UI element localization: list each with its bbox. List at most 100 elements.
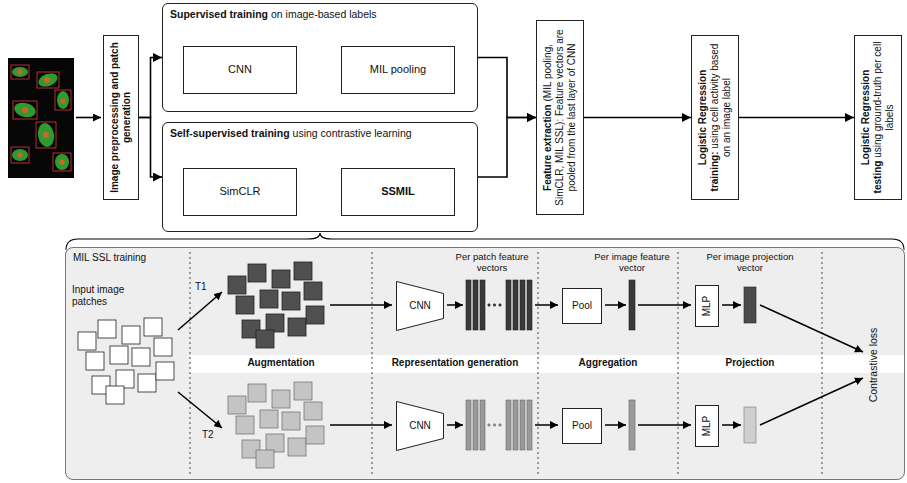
text-block: MLP <box>701 407 713 445</box>
box-description: using contrastive learning <box>293 127 412 139</box>
box-label: MLP <box>701 296 712 317</box>
flow-arrow <box>535 424 558 426</box>
annotation: Per image projection vector <box>700 251 800 274</box>
cell-box <box>13 101 37 119</box>
cnn-trapezoid: CNN <box>396 281 444 331</box>
cell-box <box>37 72 59 88</box>
nucleus <box>22 107 28 113</box>
mlp-box: MLP <box>695 405 719 447</box>
label-text: T2 <box>202 429 214 440</box>
text-block: Supervised trainingon image-based labels <box>170 8 470 21</box>
panel-ground <box>65 247 905 480</box>
cell <box>13 100 38 119</box>
nucleus <box>44 77 50 83</box>
mlp-box: MLP <box>695 285 719 327</box>
flow-arrow <box>76 117 101 119</box>
flow-arrow <box>178 392 222 428</box>
box-label: MIL SSL training <box>73 252 146 263</box>
cell-box <box>11 65 29 79</box>
cell <box>12 67 28 77</box>
flow-arrow <box>722 304 741 306</box>
flow-arrow <box>330 424 392 426</box>
nucleus <box>59 159 64 164</box>
text-block: Logistic Regression training:using cell … <box>697 41 733 194</box>
annotation: Per image feature vector <box>587 251 677 274</box>
process-box: Feature extraction(MIL pooling, SimCLR, … <box>536 20 584 215</box>
annotation: Aggregation <box>548 357 668 369</box>
input-patches <box>78 318 174 404</box>
patch-feature-vectors <box>466 400 532 450</box>
annotation: Input image patches <box>72 284 136 308</box>
cell <box>36 122 56 148</box>
separator <box>372 252 373 476</box>
trapezoid-shape <box>397 282 444 331</box>
box-label: SSMIL <box>381 185 415 197</box>
flow-arrow <box>638 304 691 306</box>
flow-arrow <box>605 304 626 306</box>
box-label: MLP <box>701 416 712 437</box>
flow-arrow <box>330 304 392 306</box>
process-box: MIL pooling <box>341 46 455 94</box>
projection-vector <box>744 287 756 323</box>
label-text: Contrastive loss <box>867 328 879 403</box>
text-block: Logistic Regression testingusing ground-… <box>860 41 896 194</box>
text-block: SimCLR <box>220 185 261 198</box>
group-box: Self-supervised trainingusing contrastiv… <box>162 122 478 232</box>
text-block: CNN <box>409 420 431 432</box>
box-description: using ground-truth per cell labels <box>872 42 895 158</box>
pool-box: Pool <box>562 408 602 444</box>
annotation: Projection <box>690 357 810 369</box>
label-text: Representation generation <box>392 357 519 368</box>
process-box: SSMIL <box>341 168 455 216</box>
cell-box <box>36 122 56 148</box>
flow-arrow <box>739 117 854 119</box>
box-description: on image-based labels <box>271 8 377 20</box>
flow-arrow <box>447 424 463 426</box>
pool-box: Pool <box>562 288 602 324</box>
box-label: SimCLR <box>220 185 261 197</box>
flow-arrow <box>178 292 222 330</box>
flow-arrow <box>638 424 691 426</box>
box-label: Feature extraction <box>542 104 553 191</box>
group-box: Supervised trainingon image-based labels… <box>162 3 478 112</box>
image-feature-vector <box>629 280 635 330</box>
cell <box>12 149 28 161</box>
separator <box>538 252 539 476</box>
flow-arrow <box>139 118 162 178</box>
box-label: CNN <box>409 420 431 431</box>
annotation: Per patch feature vectors <box>447 251 537 274</box>
flow-arrow <box>139 58 162 118</box>
image-feature-vector <box>629 400 635 450</box>
text-block: MIL pooling <box>370 63 426 76</box>
annotation: Representation generation <box>375 357 535 369</box>
augmented-patches <box>228 382 324 468</box>
cell <box>37 71 60 89</box>
label-text: T1 <box>195 281 207 292</box>
box-label: Pool <box>572 300 592 311</box>
flow-arrow <box>760 378 863 425</box>
image-ground <box>8 58 74 178</box>
flow-arrow <box>605 424 626 426</box>
projection-vector <box>744 407 756 443</box>
box-label: CNN <box>228 63 252 75</box>
label-text: Projection <box>726 357 775 368</box>
stage-separators <box>190 252 822 476</box>
label-text: Per image projection vector <box>706 251 793 273</box>
annotation: Contrastive loss <box>867 305 880 425</box>
text-block: CNN <box>228 63 252 76</box>
text-block: Pool <box>572 300 592 312</box>
process-box: Logistic Regression training:using cell … <box>691 35 739 200</box>
process-box: Image preprocessing and patch generation <box>103 35 139 200</box>
nucleus <box>17 69 22 74</box>
process-box: CNN <box>183 46 297 94</box>
stage-band <box>190 355 904 373</box>
annotation: Augmentation <box>221 357 341 369</box>
box-label: Self-supervised training <box>170 127 290 139</box>
nucleus <box>18 153 23 158</box>
cell-box <box>11 147 29 163</box>
flow-arrow <box>760 305 863 352</box>
cell <box>57 91 69 109</box>
label-text: Per patch feature vectors <box>456 251 529 273</box>
